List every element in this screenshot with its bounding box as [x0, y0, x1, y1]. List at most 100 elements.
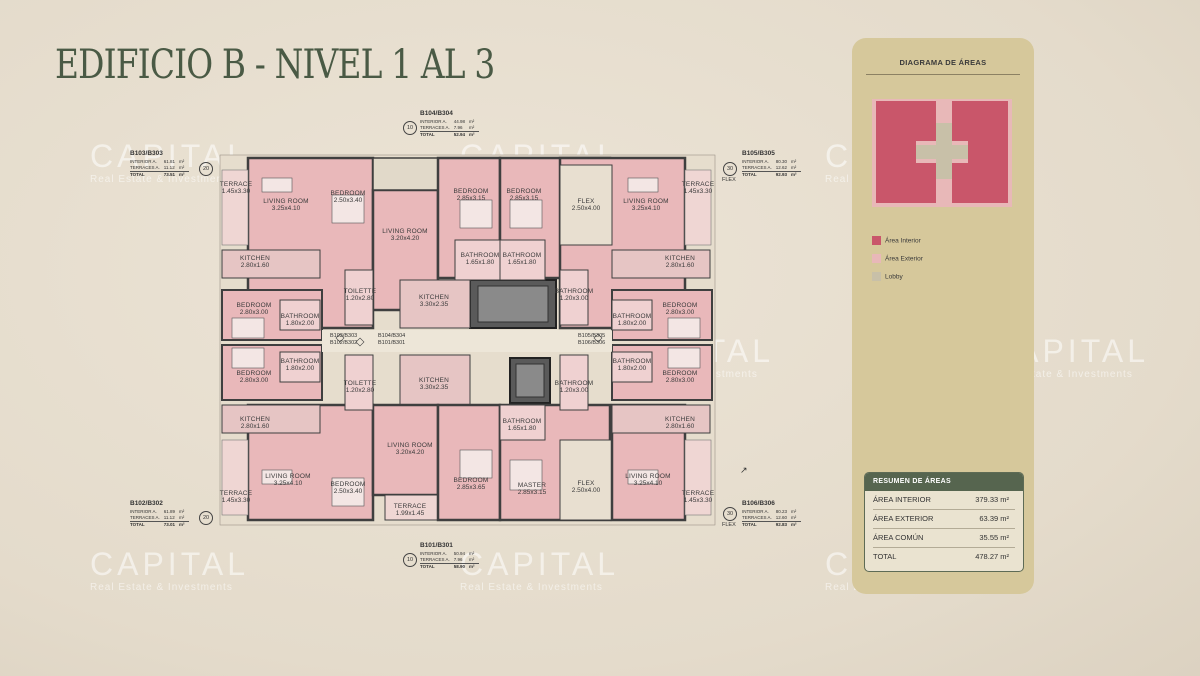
interior-label: INTERIOR A.	[130, 159, 157, 164]
unit-badge: 10	[403, 553, 417, 567]
room-dimensions: 2.80x1.60	[665, 423, 695, 430]
room-name: LIVING ROOM	[623, 198, 669, 205]
total-value: 73.51	[163, 171, 180, 178]
terraces-value: 12.60	[775, 515, 788, 520]
area-unit: m²	[179, 515, 185, 520]
area-unit: m²	[179, 521, 189, 528]
total-label: TOTAL	[420, 563, 454, 570]
total-value: 58.90	[453, 563, 470, 570]
bed	[331, 194, 365, 224]
area-unit: m²	[791, 515, 797, 520]
room-dimensions: 1.65x1.80	[507, 259, 537, 266]
room-name: BATHROOM	[280, 358, 320, 365]
room-name: BATHROOM	[554, 380, 594, 387]
bathroom-area	[611, 351, 653, 383]
room-name: LIVING ROOM	[382, 228, 428, 235]
room-name: BEDROOM	[330, 190, 366, 197]
room-name: FLEX	[577, 480, 595, 487]
terrace-area	[221, 439, 249, 516]
room-dimensions: 2.80x3.00	[665, 309, 695, 316]
room-dimensions: 2.85x3.15	[456, 195, 486, 202]
interior-value: 80.30	[775, 159, 788, 164]
panel-title: DIAGRAMA DE ÁREAS	[899, 58, 987, 67]
bathroom-area	[559, 269, 589, 326]
corridor-unit-code: B102/B302	[330, 340, 358, 346]
unit-code: B104/B304	[420, 110, 453, 117]
interior-label: INTERIOR A.	[742, 509, 769, 514]
area-unit: m²	[179, 171, 189, 178]
room-name: KITCHEN	[240, 255, 270, 262]
terraces-label: TERRACES A.	[420, 125, 450, 130]
summary-value: 478.27 m²	[975, 552, 1009, 561]
bathroom-area	[279, 351, 321, 383]
summary-label: ÁREA COMÚN	[873, 533, 924, 542]
terraces-label: TERRACES A.	[742, 515, 772, 520]
room-dimensions: 2.85x3.15	[509, 195, 539, 202]
sofa	[261, 469, 293, 485]
room-dimensions: 1.99x1.45	[395, 510, 425, 517]
room-name: LIVING ROOM	[625, 473, 671, 480]
room-name: FLEX	[577, 198, 595, 205]
interior-label: INTERIOR A.	[742, 159, 769, 164]
interior-value: 61.89	[163, 509, 176, 514]
area-unit: m²	[791, 165, 797, 170]
terraces-label: TERRACES A.	[130, 165, 160, 170]
room-dimensions: 2.50x4.00	[571, 487, 601, 494]
unit-badge: 20	[199, 511, 213, 525]
room-name: LIVING ROOM	[387, 442, 433, 449]
total-value: 92.83	[775, 521, 792, 528]
unit-code: B106/B306	[742, 500, 775, 507]
room-name: BEDROOM	[662, 302, 698, 309]
room-name: LIVING ROOM	[263, 198, 309, 205]
terraces-value: 7.96	[453, 125, 463, 130]
room-dimensions: 2.50x3.40	[333, 488, 363, 495]
room-dimensions: 3.25x4.10	[271, 205, 301, 212]
room-name: BATHROOM	[502, 252, 542, 259]
room-name: TERRACE	[219, 490, 253, 497]
total-value: 73.01	[163, 521, 180, 528]
room-dimensions: 2.80x1.60	[665, 262, 695, 269]
room-name: BATHROOM	[612, 358, 652, 365]
interior-value: 61.81	[163, 159, 176, 164]
area-unit: m²	[469, 551, 475, 556]
kitchen-area	[399, 354, 471, 406]
total-label: TOTAL	[130, 521, 164, 528]
interior-value: 80.23	[775, 509, 788, 514]
legend-item: Área Interior	[872, 232, 921, 250]
room-dimensions: 2.85x3.15	[517, 489, 547, 496]
diagram-interior	[968, 141, 1008, 163]
room-dimensions: 1.45x3.30	[683, 188, 713, 195]
bed	[231, 347, 265, 369]
bed	[509, 199, 543, 229]
total-value: 92.93	[775, 171, 792, 178]
terrace-area	[221, 169, 249, 246]
bathroom-area	[279, 299, 321, 331]
terraces-value: 11.12	[163, 515, 175, 520]
room-dimensions: 2.80x3.00	[239, 377, 269, 384]
room-dimensions: 3.20x4.20	[390, 235, 420, 242]
toilette-area	[344, 354, 374, 411]
kitchen-area	[221, 249, 321, 279]
